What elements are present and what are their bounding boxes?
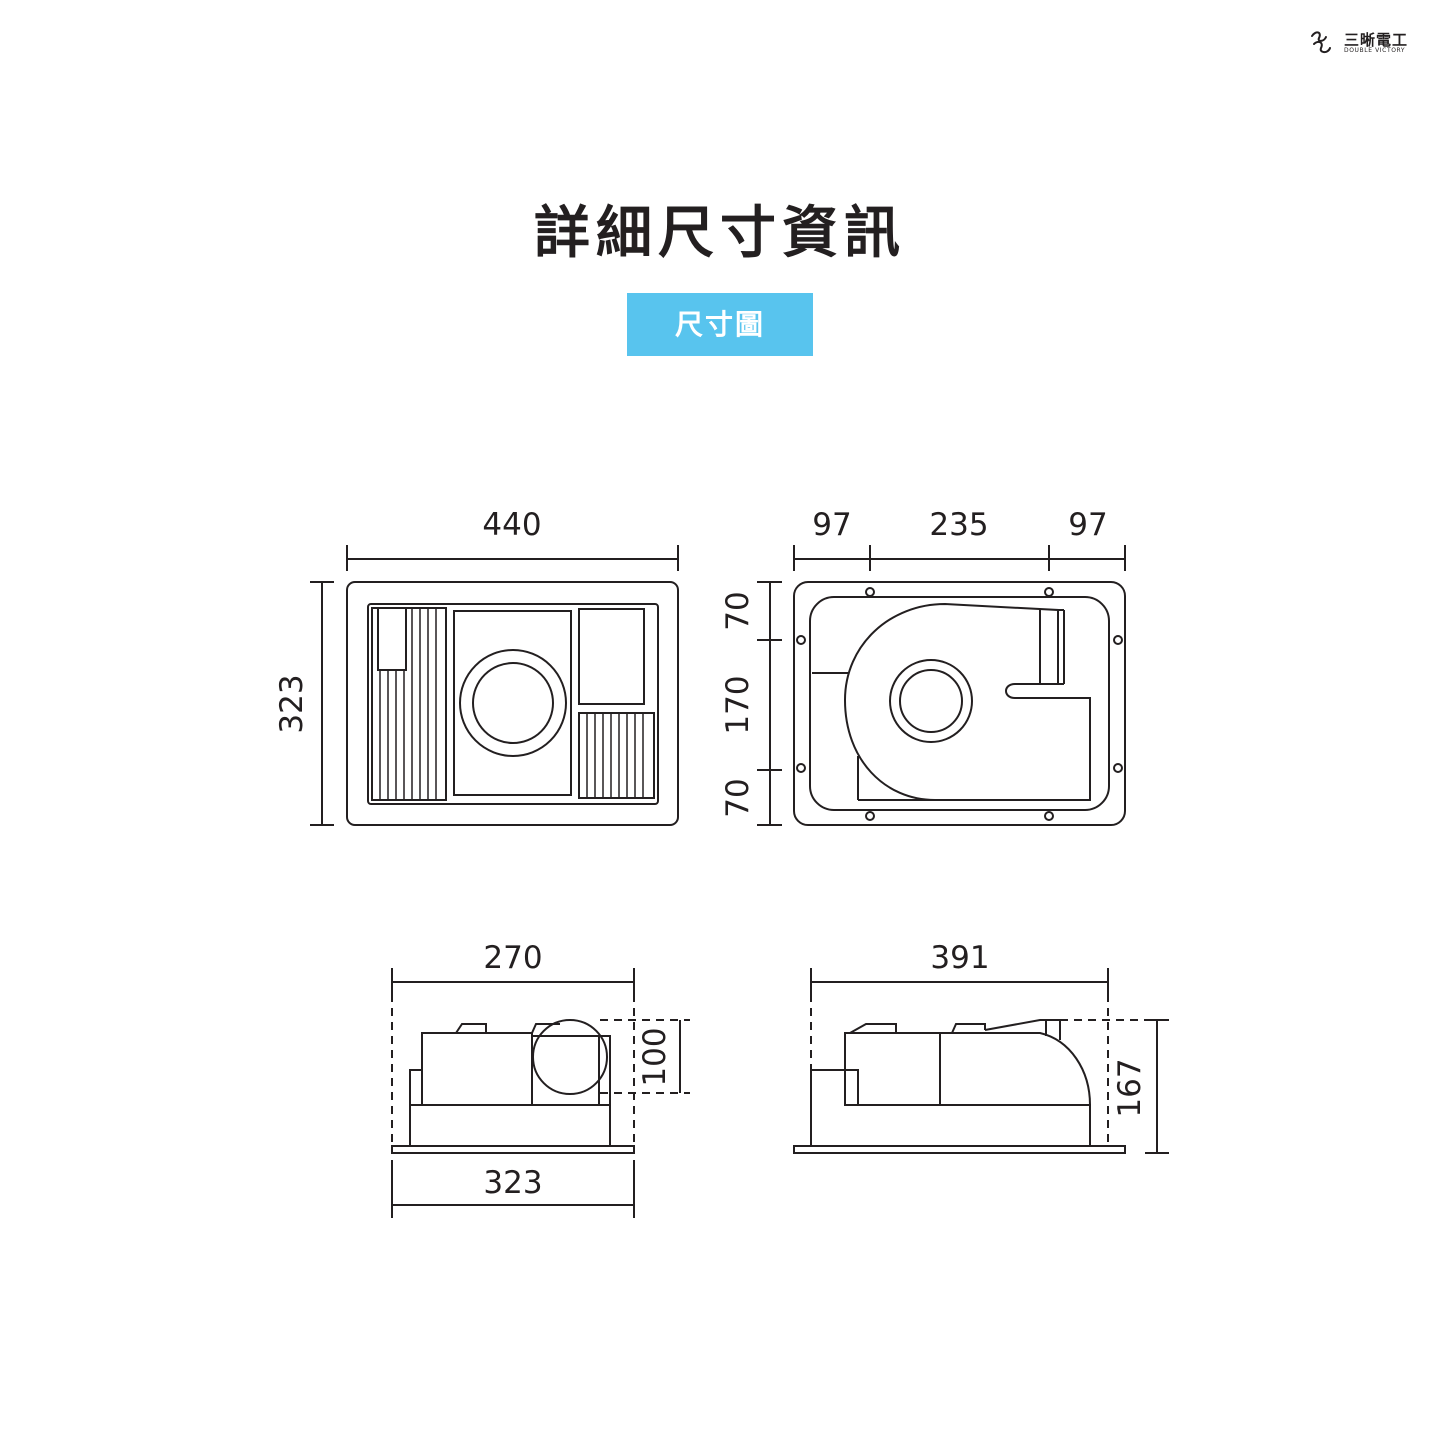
back-height-bottom-label: 70 <box>720 778 756 817</box>
back-height-top-label: 70 <box>720 591 756 630</box>
section-badge: 尺寸圖 <box>627 293 813 356</box>
back-width-center-label: 235 <box>929 507 988 543</box>
back-width-right-label: 97 <box>1068 507 1107 543</box>
back-height-middle-label: 170 <box>720 675 756 734</box>
side-view-right <box>793 968 1169 1154</box>
back-width-left-label: 97 <box>812 507 851 543</box>
side-right-height-label: 167 <box>1112 1058 1148 1117</box>
side-view-left <box>391 968 690 1218</box>
front-height-label: 323 <box>274 674 310 733</box>
page-title: 詳細尺寸資訊 <box>534 201 906 266</box>
side-left-height-label: 100 <box>637 1027 673 1086</box>
back-view <box>757 545 1126 826</box>
brand-name-en: DOUBLE VICTORY <box>1344 47 1406 54</box>
front-view <box>310 545 679 826</box>
side-right-width-label: 391 <box>930 940 989 976</box>
brand-mark-icon <box>1311 31 1331 54</box>
side-left-bottom-width-label: 323 <box>483 1165 542 1201</box>
dimension-labels: 440 323 97 235 97 70 170 70 270 323 100 … <box>274 507 1148 1201</box>
brand-logo: 三晰電工 DOUBLE VICTORY <box>1306 26 1416 60</box>
brand-name-cn: 三晰電工 <box>1344 31 1409 49</box>
front-width-label: 440 <box>482 507 541 543</box>
side-left-top-width-label: 270 <box>483 940 542 976</box>
